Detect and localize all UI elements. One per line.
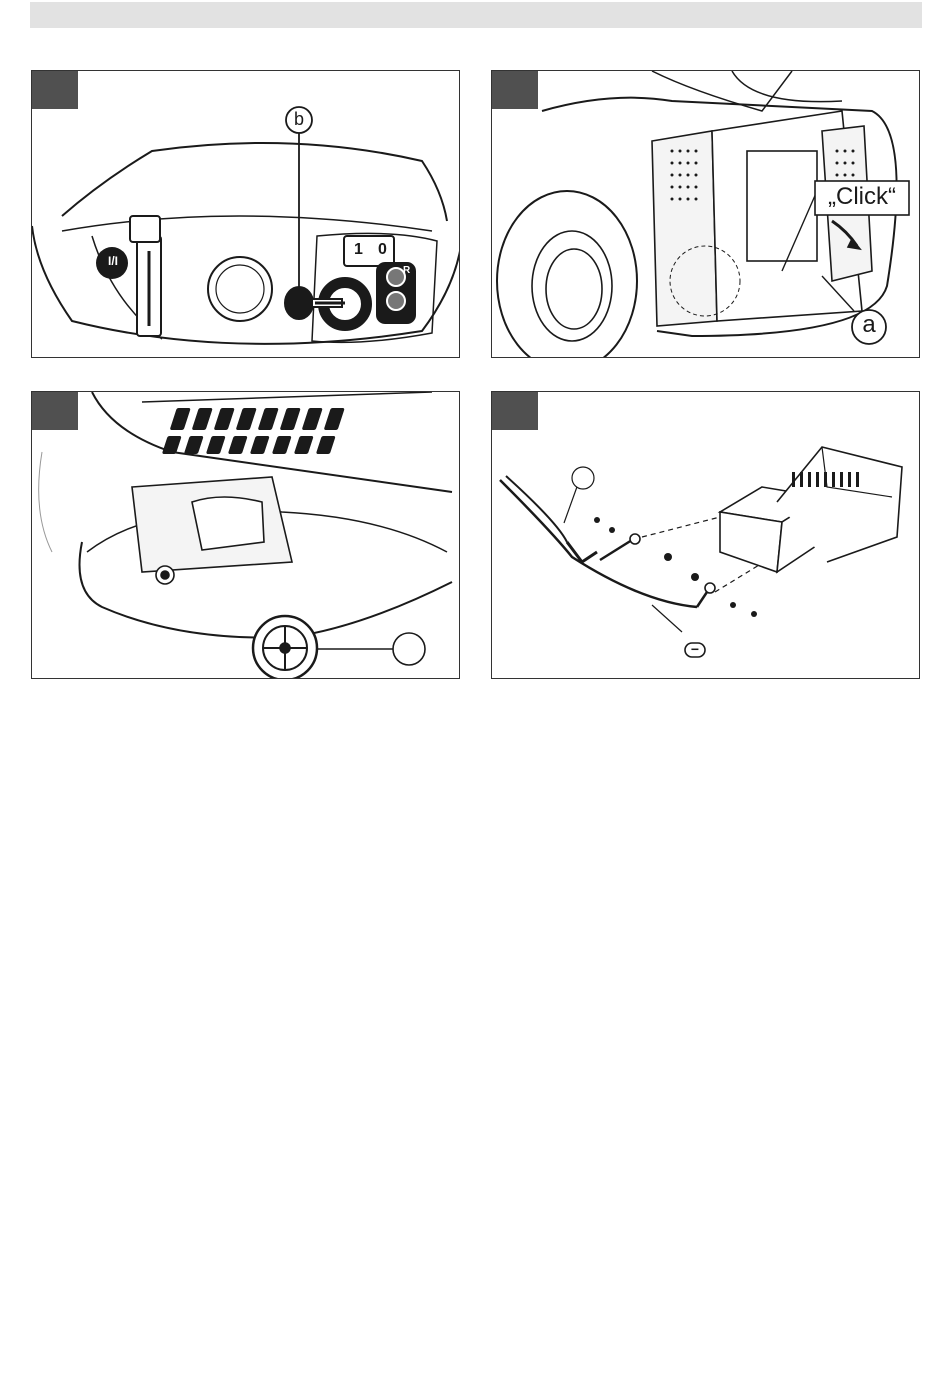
battery-cable-illustration xyxy=(492,392,920,679)
figure-4-battery-cables: − xyxy=(491,391,920,679)
figure-number-tab xyxy=(492,71,538,109)
switch-symbol: I/I xyxy=(102,254,124,268)
figure-1-dashboard-key: I/I 1 0 R b xyxy=(31,70,460,358)
header-bar xyxy=(30,2,922,28)
negative-polarity-symbol: − xyxy=(685,641,705,657)
figure-number-tab xyxy=(32,71,78,109)
dashboard-illustration xyxy=(32,71,460,358)
gear-display-neutral: 0 xyxy=(378,241,387,259)
callout-label: a xyxy=(858,311,880,339)
mower-deck-illustration xyxy=(32,392,460,679)
figure-2-rear-click: „Click“ a xyxy=(491,70,920,358)
figure-3-deck-wheel xyxy=(31,391,460,679)
gear-display-forward: 1 xyxy=(354,241,363,259)
rear-mower-illustration xyxy=(492,71,920,358)
figure-number-tab xyxy=(32,392,78,430)
click-label: „Click“ xyxy=(818,183,906,211)
reverse-label: R xyxy=(403,265,410,276)
callout-label: b xyxy=(289,109,309,130)
figure-number-tab xyxy=(492,392,538,430)
